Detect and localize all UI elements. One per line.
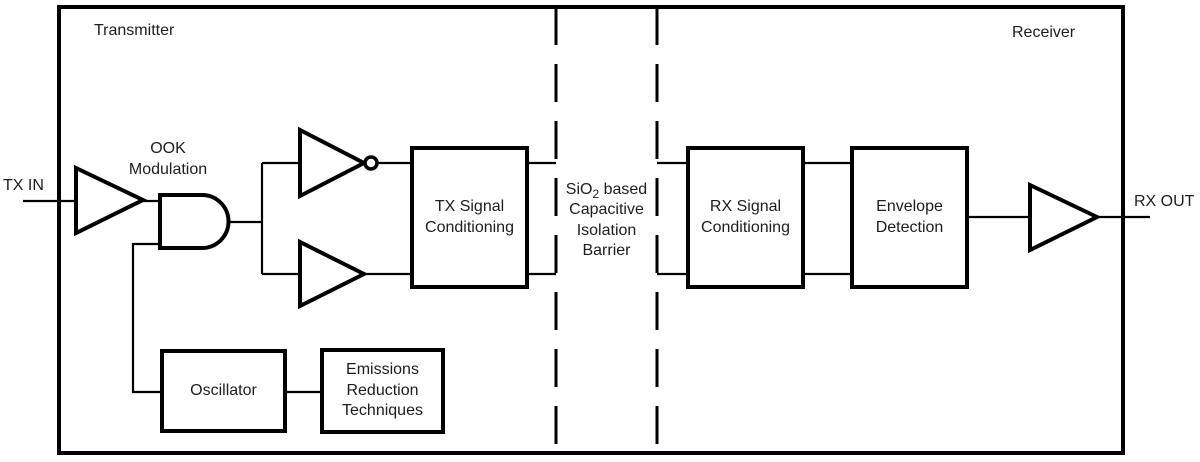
envelope-detection-box	[850, 146, 969, 289]
rx-signal-conditioning-line2: Conditioning	[701, 218, 790, 236]
tx-signal-conditioning-label: TX Signal Conditioning	[412, 148, 527, 287]
isolation-barrier-line1-prefix: SiO	[565, 180, 593, 198]
oscillator-label: Oscillator	[162, 351, 285, 431]
envelope-detection-line2: Detection	[875, 218, 944, 236]
ook-modulation-label-line2: Modulation	[128, 160, 208, 178]
tx-signal-conditioning-line1: TX Signal	[434, 198, 505, 215]
tx-buffer-gate-icon	[298, 238, 369, 310]
wire-oscillator-to-and	[131, 242, 162, 394]
rx-signal-conditioning-label: RX Signal Conditioning	[688, 148, 803, 287]
inverter-gate-icon	[298, 126, 369, 200]
envelope-detection-label: Envelope Detection	[852, 148, 967, 287]
envelope-detection-line1: Envelope	[876, 198, 943, 215]
tx-input-buffer-icon	[74, 164, 148, 237]
isolation-barrier-line2: Capacitive	[569, 201, 644, 218]
ook-modulation-label: OOK Modulation	[108, 139, 228, 180]
and-gate-icon	[158, 193, 231, 250]
transmitter-section-label: Transmitter	[94, 22, 175, 39]
emissions-reduction-box	[320, 348, 445, 434]
isolation-barrier-line1-suffix: based	[599, 180, 648, 198]
tx-signal-conditioning-box	[410, 146, 529, 289]
tx-signal-conditioning-line2: Conditioning	[425, 218, 514, 236]
rx-signal-conditioning-line1: RX Signal	[709, 198, 782, 215]
oscillator-label-text: Oscillator	[190, 381, 257, 399]
emissions-reduction-label: Emissions Reduction Techniques	[322, 350, 443, 432]
rx-output-buffer-icon	[1028, 181, 1102, 254]
isolation-barrier-label: SiO2 based Capacitive Isolation Barrier	[556, 151, 657, 290]
rx-out-port-label: RX OUT	[1134, 193, 1195, 210]
tx-in-port-label: TX IN	[3, 177, 44, 194]
emissions-reduction-line2: Reduction	[346, 381, 419, 399]
inverter-bubble-icon	[363, 155, 379, 171]
isolation-barrier-line3: Isolation	[576, 221, 637, 239]
oscillator-box	[160, 349, 287, 433]
receiver-section-label: Receiver	[1012, 24, 1076, 41]
emissions-reduction-line3: Techniques	[342, 402, 423, 420]
ook-modulation-label-line1: OOK	[150, 140, 186, 157]
emissions-reduction-line1: Emissions	[346, 361, 419, 379]
isolation-barrier-line1: SiO2 based	[566, 180, 647, 201]
isolation-barrier-line4: Barrier	[582, 242, 631, 259]
system-boundary-box	[57, 5, 1125, 455]
rx-signal-conditioning-box	[686, 146, 805, 289]
isolation-barrier-line1-subscript: 2	[592, 186, 600, 201]
